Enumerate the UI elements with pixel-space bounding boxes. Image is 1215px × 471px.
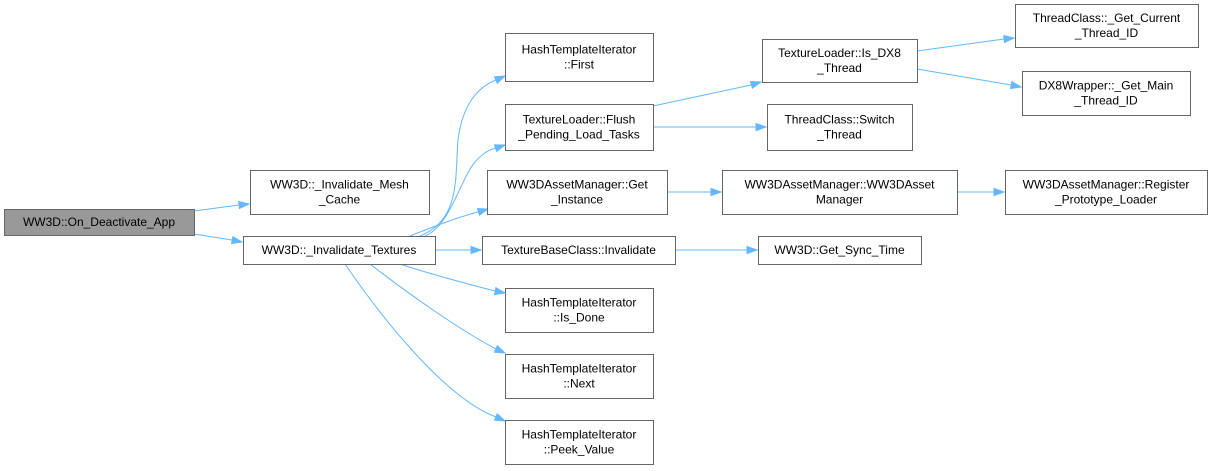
node-label-line: TextureLoader::Is_DX8: [778, 46, 901, 60]
edge-is_dx8_thread-to-get_current_thread_id: [916, 38, 1005, 52]
node-box: [505, 354, 654, 399]
node-label-line: WW3D::Get_Sync_Time: [774, 243, 905, 257]
node-box: [487, 170, 668, 215]
node-box: [505, 33, 654, 82]
arrowhead-invalidate_textures: [230, 235, 244, 245]
node-label-line: _Pending_Load_Tasks: [517, 128, 639, 142]
edge-on_deactivate_app-to-invalidate_textures: [193, 233, 233, 241]
node-label-line: _Prototype_Loader: [1054, 193, 1157, 207]
node-label-line: HashTemplateIterator: [522, 43, 637, 57]
node-label-line: WW3D::On_Deactivate_App: [23, 215, 175, 229]
node-box: [1022, 71, 1191, 116]
node-is-dx8-thread[interactable]: TextureLoader::Is_DX8_Thread: [762, 39, 918, 83]
node-get-sync-time[interactable]: WW3D::Get_Sync_Time: [758, 236, 922, 265]
node-label-line: _Thread: [816, 128, 862, 142]
node-box: [722, 170, 958, 215]
node-invalidate-textures[interactable]: WW3D::_Invalidate_Textures: [243, 236, 436, 265]
node-get-main-thread-id[interactable]: DX8Wrapper::_Get_Main_Thread_ID: [1022, 71, 1191, 116]
node-label-line: ThreadClass::Switch: [784, 113, 894, 127]
node-box: [758, 236, 922, 265]
arrowhead-texture_invalidate: [470, 245, 483, 255]
node-label-line: _Instance: [550, 193, 603, 207]
node-box: [505, 420, 654, 465]
node-asset-get-instance[interactable]: WW3DAssetManager::Get_Instance: [487, 170, 668, 215]
node-box: [762, 39, 918, 83]
edge-flush_pending-to-is_dx8_thread: [652, 84, 752, 107]
node-label-line: HashTemplateIterator: [522, 296, 637, 310]
node-box: [505, 104, 654, 151]
node-register-prototype-loader[interactable]: WW3DAssetManager::Register_Prototype_Loa…: [1005, 170, 1208, 215]
node-asset-ctor[interactable]: WW3DAssetManager::WW3DAssetManager: [722, 170, 958, 215]
node-box: [767, 104, 913, 151]
arrowhead-get_sync_time: [746, 245, 759, 255]
node-label-line: DX8Wrapper::_Get_Main: [1039, 79, 1174, 93]
node-box: [250, 170, 430, 215]
arrowhead-asset_ctor: [710, 187, 723, 197]
node-flush-pending[interactable]: TextureLoader::Flush_Pending_Load_Tasks: [505, 104, 654, 151]
node-label-line: _Thread: [816, 61, 862, 75]
node-hash-first[interactable]: HashTemplateIterator::First: [505, 33, 654, 82]
node-label-line: _Thread_ID: [1073, 94, 1138, 108]
node-label-line: TextureBaseClass::Invalidate: [501, 243, 656, 257]
node-label-line: ::Next: [563, 377, 595, 391]
node-label-line: ThreadClass::_Get_Current: [1033, 11, 1181, 25]
node-texture-invalidate[interactable]: TextureBaseClass::Invalidate: [482, 236, 676, 265]
arrowhead-invalidate_mesh_cache: [238, 200, 251, 210]
edge-invalidate_textures-to-hash_next: [369, 263, 497, 350]
edge-invalidate_textures-to-flush_pending: [424, 147, 497, 237]
arrowhead-register_prototype_loader: [993, 187, 1006, 197]
arrowhead-get_current_thread_id: [1003, 34, 1016, 44]
arrowhead-hash_next: [493, 344, 507, 354]
node-hash-is-done[interactable]: HashTemplateIterator::Is_Done: [505, 288, 654, 333]
node-label-line: ::Peek_Value: [544, 443, 615, 457]
node-label-line: WW3D::_Invalidate_Textures: [262, 243, 417, 257]
node-label-line: WW3D::_Invalidate_Mesh: [270, 178, 409, 192]
node-box: [1005, 170, 1208, 215]
edge-is_dx8_thread-to-get_main_thread_id: [916, 68, 1012, 86]
edge-invalidate_textures-to-asset_get_instance: [409, 211, 479, 237]
edge-on_deactivate_app-to-invalidate_mesh_cache: [193, 204, 240, 212]
node-hash-next[interactable]: HashTemplateIterator::Next: [505, 354, 654, 399]
node-box: [482, 236, 676, 265]
node-label-line: ::Is_Done: [553, 311, 605, 325]
node-invalidate-mesh-cache[interactable]: WW3D::_Invalidate_Mesh_Cache: [250, 170, 430, 215]
edges: [193, 34, 1023, 422]
node-hash-peek-value[interactable]: HashTemplateIterator::Peek_Value: [505, 420, 654, 465]
node-on-deactivate-app[interactable]: WW3D::On_Deactivate_App: [4, 209, 195, 236]
node-label-line: HashTemplateIterator: [522, 362, 637, 376]
arrowhead-hash_is_done: [493, 286, 507, 296]
node-label-line: Manager: [816, 193, 863, 207]
node-box: [505, 288, 654, 333]
node-get-current-thread-id[interactable]: ThreadClass::_Get_Current_Thread_ID: [1015, 4, 1199, 48]
node-box: [243, 236, 436, 265]
edge-invalidate_textures-to-hash_peek_value: [344, 263, 497, 418]
node-label-line: TextureLoader::Flush: [523, 113, 636, 127]
node-label-line: HashTemplateIterator: [522, 428, 637, 442]
arrowhead-thread_switch: [755, 122, 768, 132]
node-label-line: _Thread_ID: [1074, 26, 1139, 40]
node-label-line: ::First: [564, 58, 595, 72]
node-label-line: _Cache: [318, 193, 361, 207]
node-box: [4, 209, 195, 236]
node-label-line: WW3DAssetManager::Register: [1023, 178, 1190, 192]
arrowhead-hash_peek_value: [493, 412, 507, 422]
edge-invalidate_textures-to-hash_first: [419, 79, 497, 237]
node-box: [1015, 4, 1199, 48]
node-label-line: WW3DAssetManager::WW3DAsset: [744, 178, 935, 192]
nodes: WW3D::On_Deactivate_AppWW3D::_Invalidate…: [4, 4, 1208, 465]
node-label-line: WW3DAssetManager::Get: [506, 178, 648, 192]
arrowhead-flush_pending: [493, 144, 507, 153]
node-thread-switch[interactable]: ThreadClass::Switch_Thread: [767, 104, 913, 151]
edge-invalidate_textures-to-hash_is_done: [399, 263, 496, 292]
arrowhead-hash_first: [493, 75, 507, 85]
arrowhead-asset_get_instance: [476, 207, 490, 217]
arrowhead-get_main_thread_id: [1009, 80, 1023, 90]
arrowhead-is_dx8_thread: [749, 80, 763, 90]
